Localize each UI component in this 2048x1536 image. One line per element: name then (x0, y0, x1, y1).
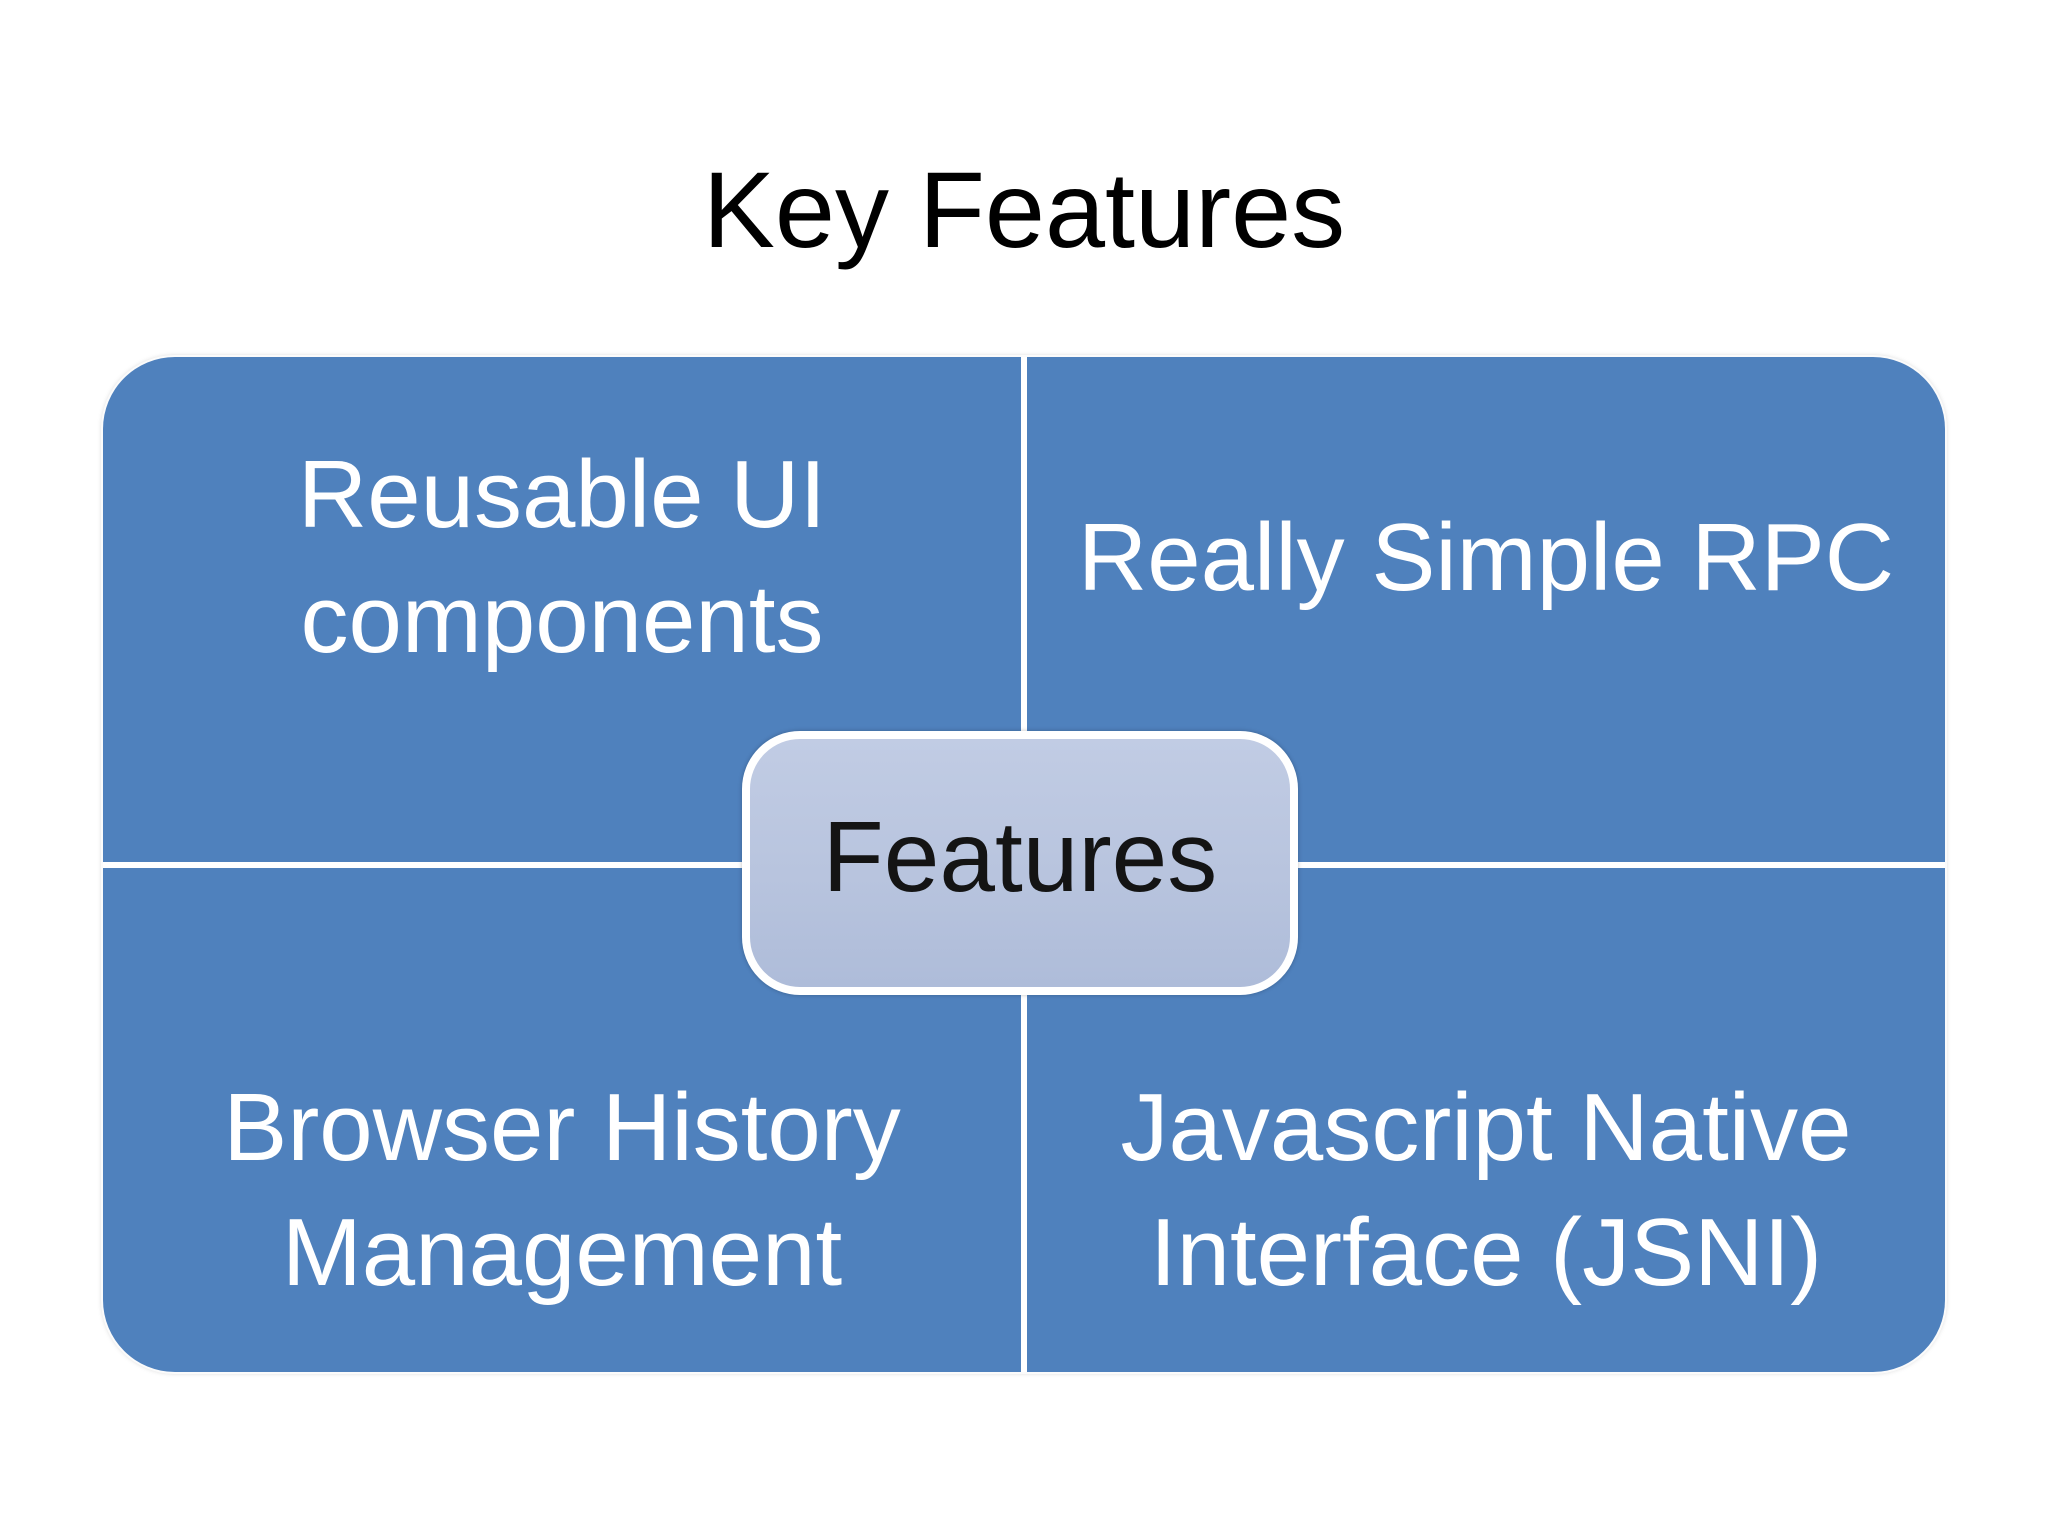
quadrant-bottom-right-label: Javascript Native Interface (JSNI) (1120, 1073, 1852, 1306)
slide-title: Key Features (702, 149, 1346, 270)
quadrant-diagram: Reusable UI components Really Simple RPC… (103, 357, 1945, 1372)
quadrant-top-left-label: Reusable UI components (297, 441, 827, 674)
diagram-center-box: Features (742, 731, 1298, 995)
quadrant-bottom-left: Browser History Management (103, 867, 1021, 1372)
quadrant-top-right-label: Really Simple RPC (1077, 503, 1895, 611)
quadrant-bottom-left-label: Browser History Management (223, 1073, 901, 1306)
diagram-center-label: Features (822, 800, 1218, 913)
quadrant-top-left: Reusable UI components (103, 357, 1021, 862)
